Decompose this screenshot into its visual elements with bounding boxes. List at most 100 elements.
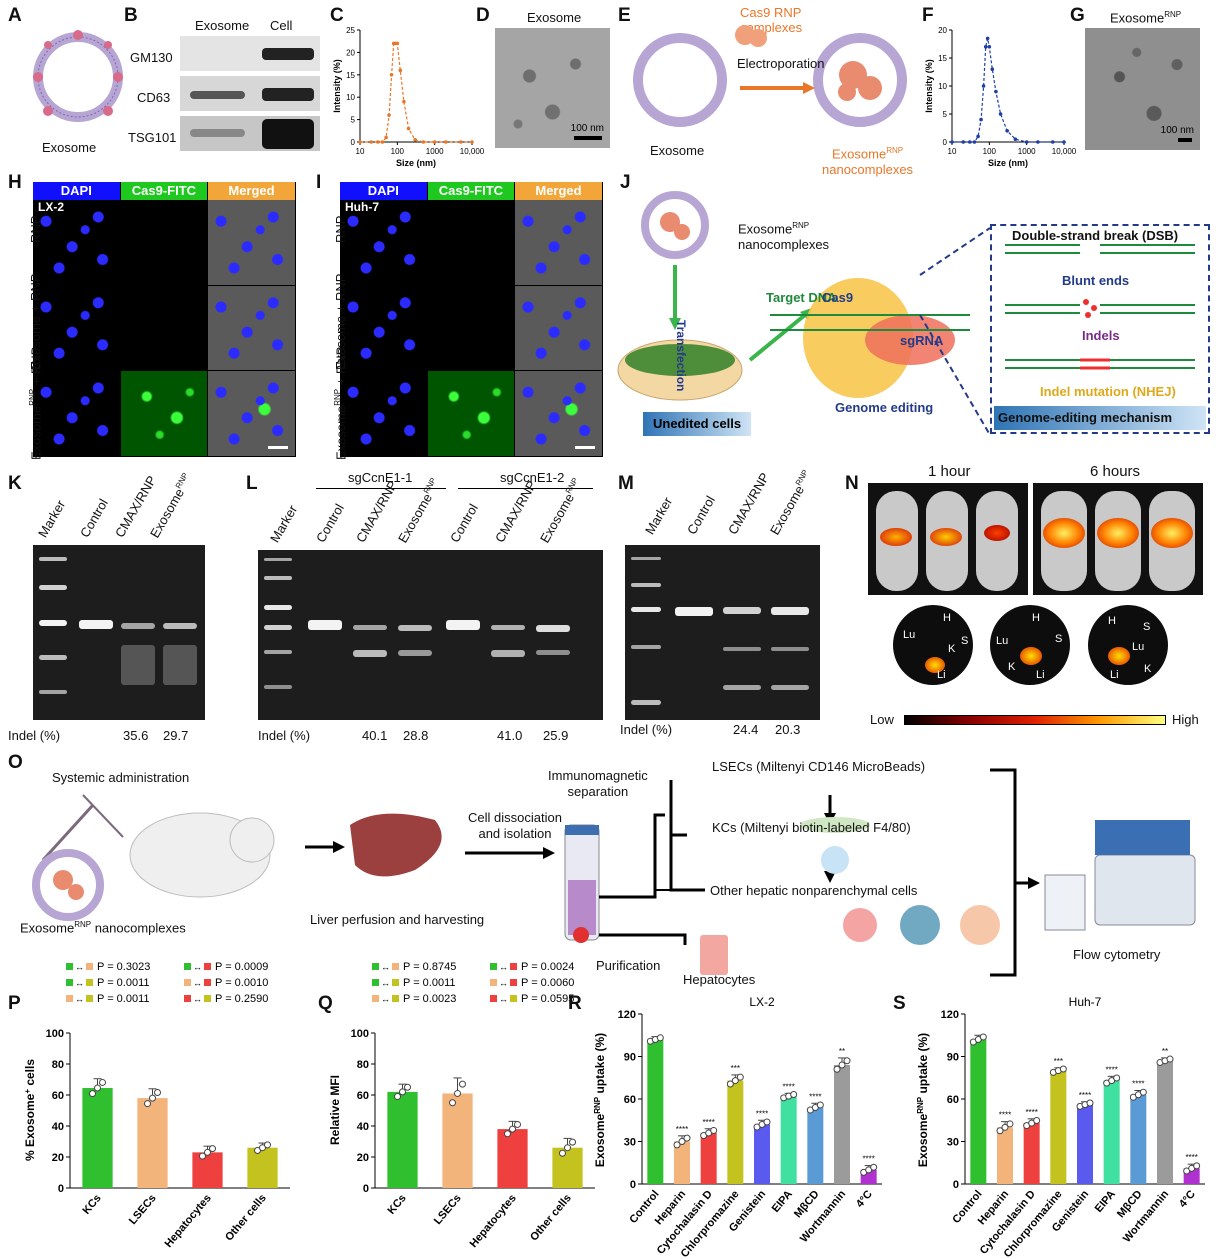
x-tick-label: 1000 <box>1018 147 1036 156</box>
organ-dish-2: H S Lu K Li <box>990 605 1070 685</box>
lane-control: Control <box>447 501 481 545</box>
data-point <box>763 1118 771 1126</box>
gel-band <box>163 645 197 685</box>
data-point <box>736 1073 744 1081</box>
data-point <box>673 1141 681 1149</box>
p-value: P = 0.0011 <box>97 993 150 1005</box>
x-tick-label: 4°C <box>1177 1188 1198 1210</box>
data-point <box>726 1080 734 1088</box>
data-point <box>1013 137 1018 141</box>
bar-chart-uptake-huh7: 0306090120Control****Heparin****Cytochal… <box>916 995 1205 1259</box>
data-point <box>459 1080 466 1088</box>
gel-band <box>536 625 570 632</box>
series-line <box>952 38 1064 143</box>
bar <box>247 1147 278 1188</box>
legend-swatch <box>490 995 497 1002</box>
column-header-cas9-fitc: Cas9-FITC <box>120 182 208 200</box>
data-point <box>99 1078 106 1086</box>
indel-label: Indel (%) <box>258 728 311 743</box>
data-point <box>444 140 448 144</box>
y-tick-label: 20 <box>938 26 947 35</box>
data-point <box>369 140 374 144</box>
panel-label-n: N <box>845 473 859 494</box>
lane-control: Control <box>313 501 347 545</box>
group-label-sgccne1-1: sgCcnE1-1 <box>348 470 413 485</box>
legend-swatch <box>392 995 399 1002</box>
organ-dish-1: H S Lu K Li <box>893 605 973 685</box>
bar <box>674 1141 690 1184</box>
column-header-cas9-fitc: Cas9-FITC <box>427 182 515 200</box>
significance-label: **** <box>702 1118 714 1127</box>
p-value: P = 0.0024 <box>521 961 574 973</box>
legend-swatch <box>372 963 379 970</box>
legend-arrow: ↔ <box>499 962 508 972</box>
gel-band <box>353 650 387 657</box>
bar <box>192 1152 223 1188</box>
data-point <box>264 1141 271 1149</box>
organ-label-li: Li <box>1036 669 1045 681</box>
data-point <box>1006 1120 1014 1128</box>
y-axis-label: Intensity (%) <box>332 59 342 113</box>
legend-arrow: ↔ <box>193 962 202 972</box>
micrograph-tile <box>340 371 427 456</box>
color-scale-bar <box>904 715 1166 725</box>
data-point <box>979 117 983 122</box>
data-point <box>816 1101 824 1109</box>
bar <box>387 1091 418 1188</box>
lane-control: Control <box>684 493 718 537</box>
data-point <box>1050 140 1055 144</box>
legend-swatch <box>86 995 93 1002</box>
gel-band <box>771 685 809 690</box>
panel-label-f: F <box>922 5 934 26</box>
x-tick-label: 100 <box>983 147 997 156</box>
scale-high-label: High <box>1172 712 1199 727</box>
gel-band <box>771 647 809 651</box>
micrograph-tile <box>515 371 602 456</box>
sgrna-label: sgRNA <box>900 333 944 348</box>
organ-label-h: H <box>1108 615 1116 627</box>
data-point <box>870 1163 878 1171</box>
data-point <box>1033 1117 1041 1125</box>
organ-label-h: H <box>943 612 951 624</box>
micrograph-tile <box>120 371 208 456</box>
y-tick-label: 0 <box>58 1183 64 1195</box>
data-point <box>838 1061 846 1069</box>
y-tick-label: 10 <box>938 82 947 91</box>
indel-value: 35.6 <box>123 728 149 743</box>
legend-arrow: ↔ <box>193 994 202 1004</box>
significance-label: **** <box>1079 1091 1091 1100</box>
y-tick-label: 0 <box>351 138 356 147</box>
gel-band <box>353 625 387 630</box>
significance-label: *** <box>1054 1057 1063 1066</box>
gel-band <box>536 650 570 655</box>
purification-label: Purification <box>596 958 661 973</box>
group-label-sgccne1-2: sgCcnE1-2 <box>500 470 565 485</box>
y-axis-label: % Exosome+ cells <box>23 1059 38 1161</box>
lane-cmax: CMAX/RNP <box>725 470 773 537</box>
x-tick-label: KCs <box>385 1192 408 1217</box>
liver-label: Liver perfusion and harvesting <box>310 912 485 927</box>
panel-label-b: B <box>124 5 138 26</box>
column-header-dapi: DAPI <box>340 182 427 200</box>
y-tick-label: 100 <box>46 1028 64 1040</box>
significance-label: ** <box>1162 1047 1168 1056</box>
group-line <box>316 488 446 489</box>
data-point <box>149 1094 156 1102</box>
micrograph-tile <box>33 285 120 371</box>
row-label-exosomernp: ExosomeRNP + RNP <box>333 346 349 460</box>
micrograph-tile <box>427 200 515 285</box>
lane-marker: Marker <box>35 497 69 540</box>
p-value: P = 0.2590 <box>215 993 268 1005</box>
bar <box>1077 1104 1093 1184</box>
organ-label-k: K <box>1144 663 1152 675</box>
legend-arrow: ↔ <box>499 994 508 1004</box>
y-tick-label: 40 <box>52 1121 64 1133</box>
y-tick-label: 20 <box>357 1152 369 1164</box>
gel-band <box>631 557 661 560</box>
y-tick-label: 60 <box>357 1090 369 1102</box>
electroporation-diagram <box>633 25 907 127</box>
data-point <box>1086 1099 1094 1107</box>
